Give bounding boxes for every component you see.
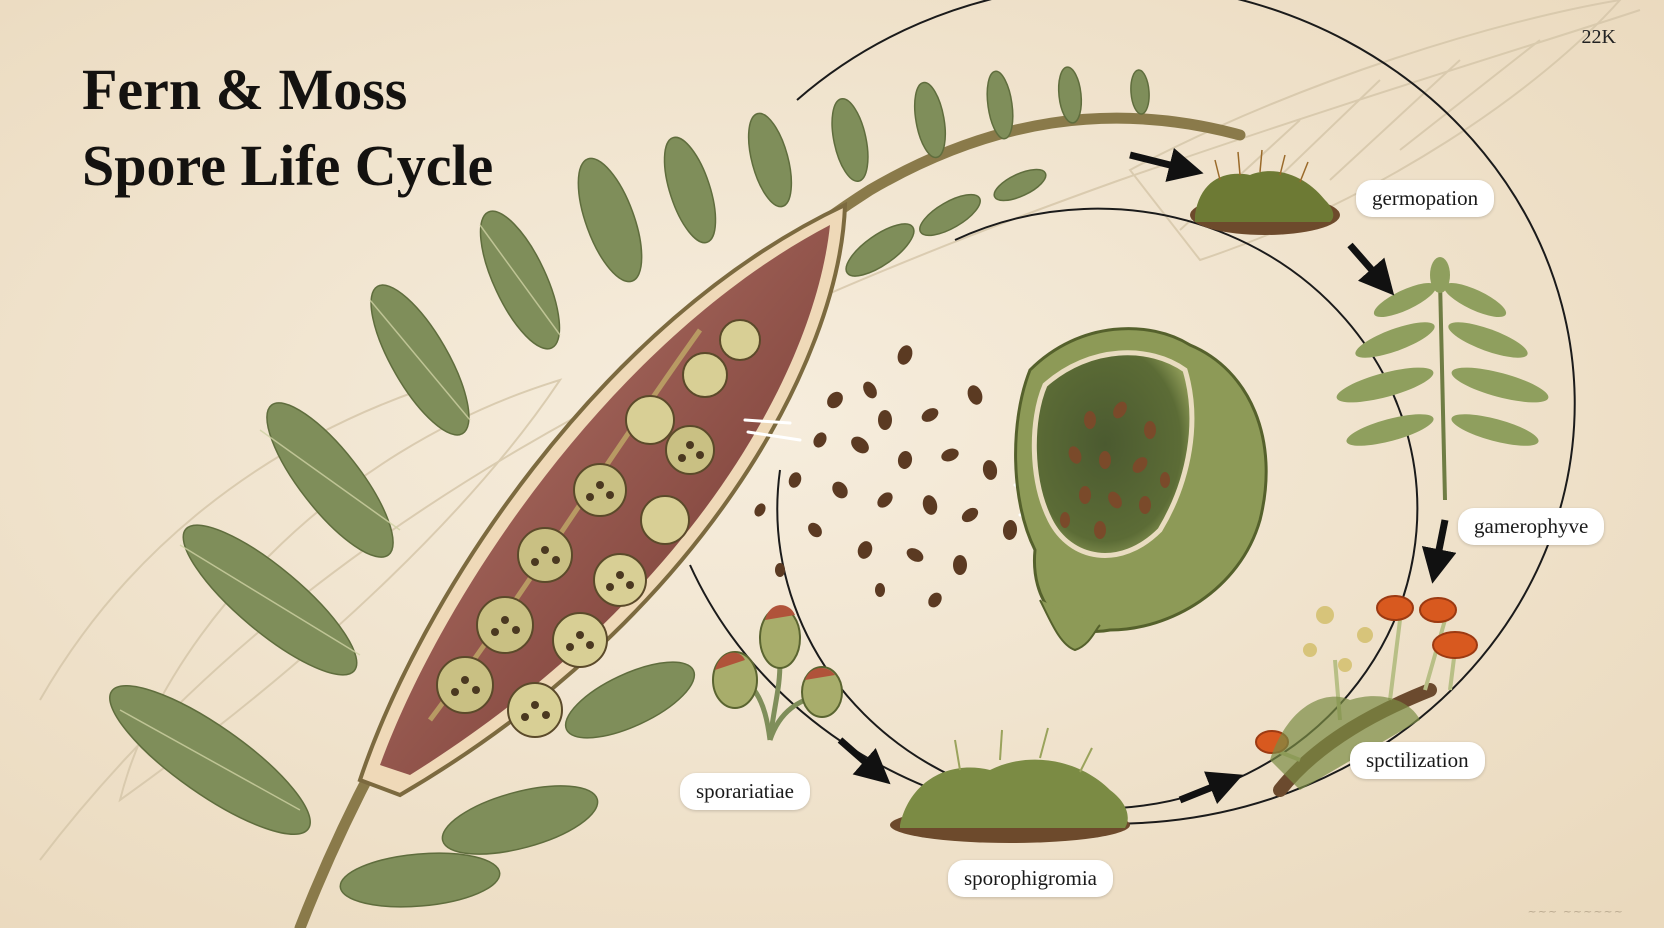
label-gametophyte: gamerophyve: [1458, 508, 1605, 545]
page-title: Fern & Moss Spore Life Cycle: [82, 52, 493, 204]
arrow-icon: [837, 147, 1457, 805]
mushroom-icon: [1255, 595, 1478, 797]
spore-capsule-icon: [1014, 327, 1268, 652]
released-spores: [754, 345, 1018, 608]
label-fertilization: spctilization: [1350, 742, 1485, 779]
label-sporophyte: sporophigromia: [948, 860, 1113, 897]
artist-signature: ~~~ ~~~~~~: [1527, 905, 1624, 918]
corner-mark: 22K: [1581, 26, 1616, 48]
label-sporangia: sporariatiae: [680, 773, 810, 810]
title-line-1: Fern & Moss: [82, 57, 408, 122]
sporangia-bud-icon: [712, 605, 843, 741]
sori-pod: [357, 201, 848, 798]
title-line-2: Spore Life Cycle: [82, 133, 494, 198]
gametophyte-fern-icon: [1336, 257, 1549, 501]
sporophyte-moss-icon: [890, 727, 1130, 843]
label-germination: germopation: [1356, 180, 1495, 217]
moss-clump-icon: [1190, 149, 1340, 235]
